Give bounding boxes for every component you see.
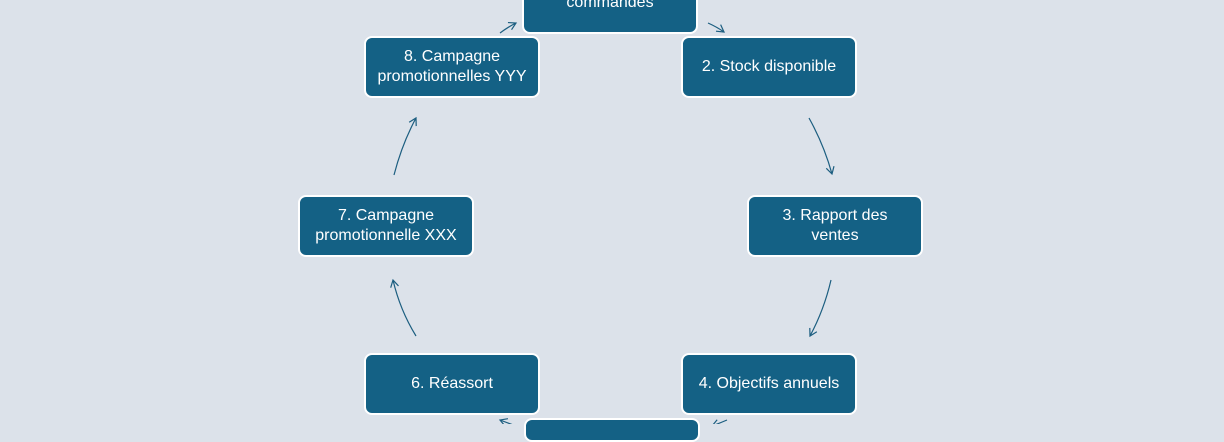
step-5-node [524, 418, 700, 442]
arrow-2-to-3 [808, 117, 835, 176]
step-6-node: 6. Réassort [364, 353, 540, 415]
arrow-5-to-6 [498, 418, 513, 424]
step-3-node: 3. Rapport des ventes [747, 195, 923, 257]
arrow-8-to-1 [499, 21, 518, 34]
step-7-label: 7. Campagne promotionnelle XXX [315, 207, 457, 244]
step-2-node: 2. Stock disponible [681, 36, 857, 98]
step-3-label: 3. Rapport des ventes [782, 207, 888, 244]
step-6-label: 6. Réassort [411, 375, 493, 392]
step-8-node: 8. Campagne promotionnelles YYY [364, 36, 540, 98]
step-8-label: 8. Campagne promotionnelles YYY [377, 48, 527, 85]
arrow-4-to-5 [710, 419, 728, 424]
step-4-label: 4. Objectifs annuels [698, 375, 840, 392]
arrow-6-to-7 [390, 278, 417, 337]
step-7-node: 7. Campagne promotionnelle XXX [298, 195, 474, 257]
cycle-diagram: commandes 2. Stock disponible 3. Rapport… [298, 0, 923, 442]
arrow-3-to-4 [809, 279, 832, 338]
cycle-arrows [390, 21, 835, 424]
step-1-node: commandes [522, 0, 698, 34]
step-4-node: 4. Objectifs annuels [681, 353, 857, 415]
arrow-7-to-8 [393, 116, 417, 176]
arrow-1-to-2 [707, 22, 725, 33]
step-1-label: commandes [566, 0, 654, 11]
step-2-label: 2. Stock disponible [701, 58, 837, 75]
